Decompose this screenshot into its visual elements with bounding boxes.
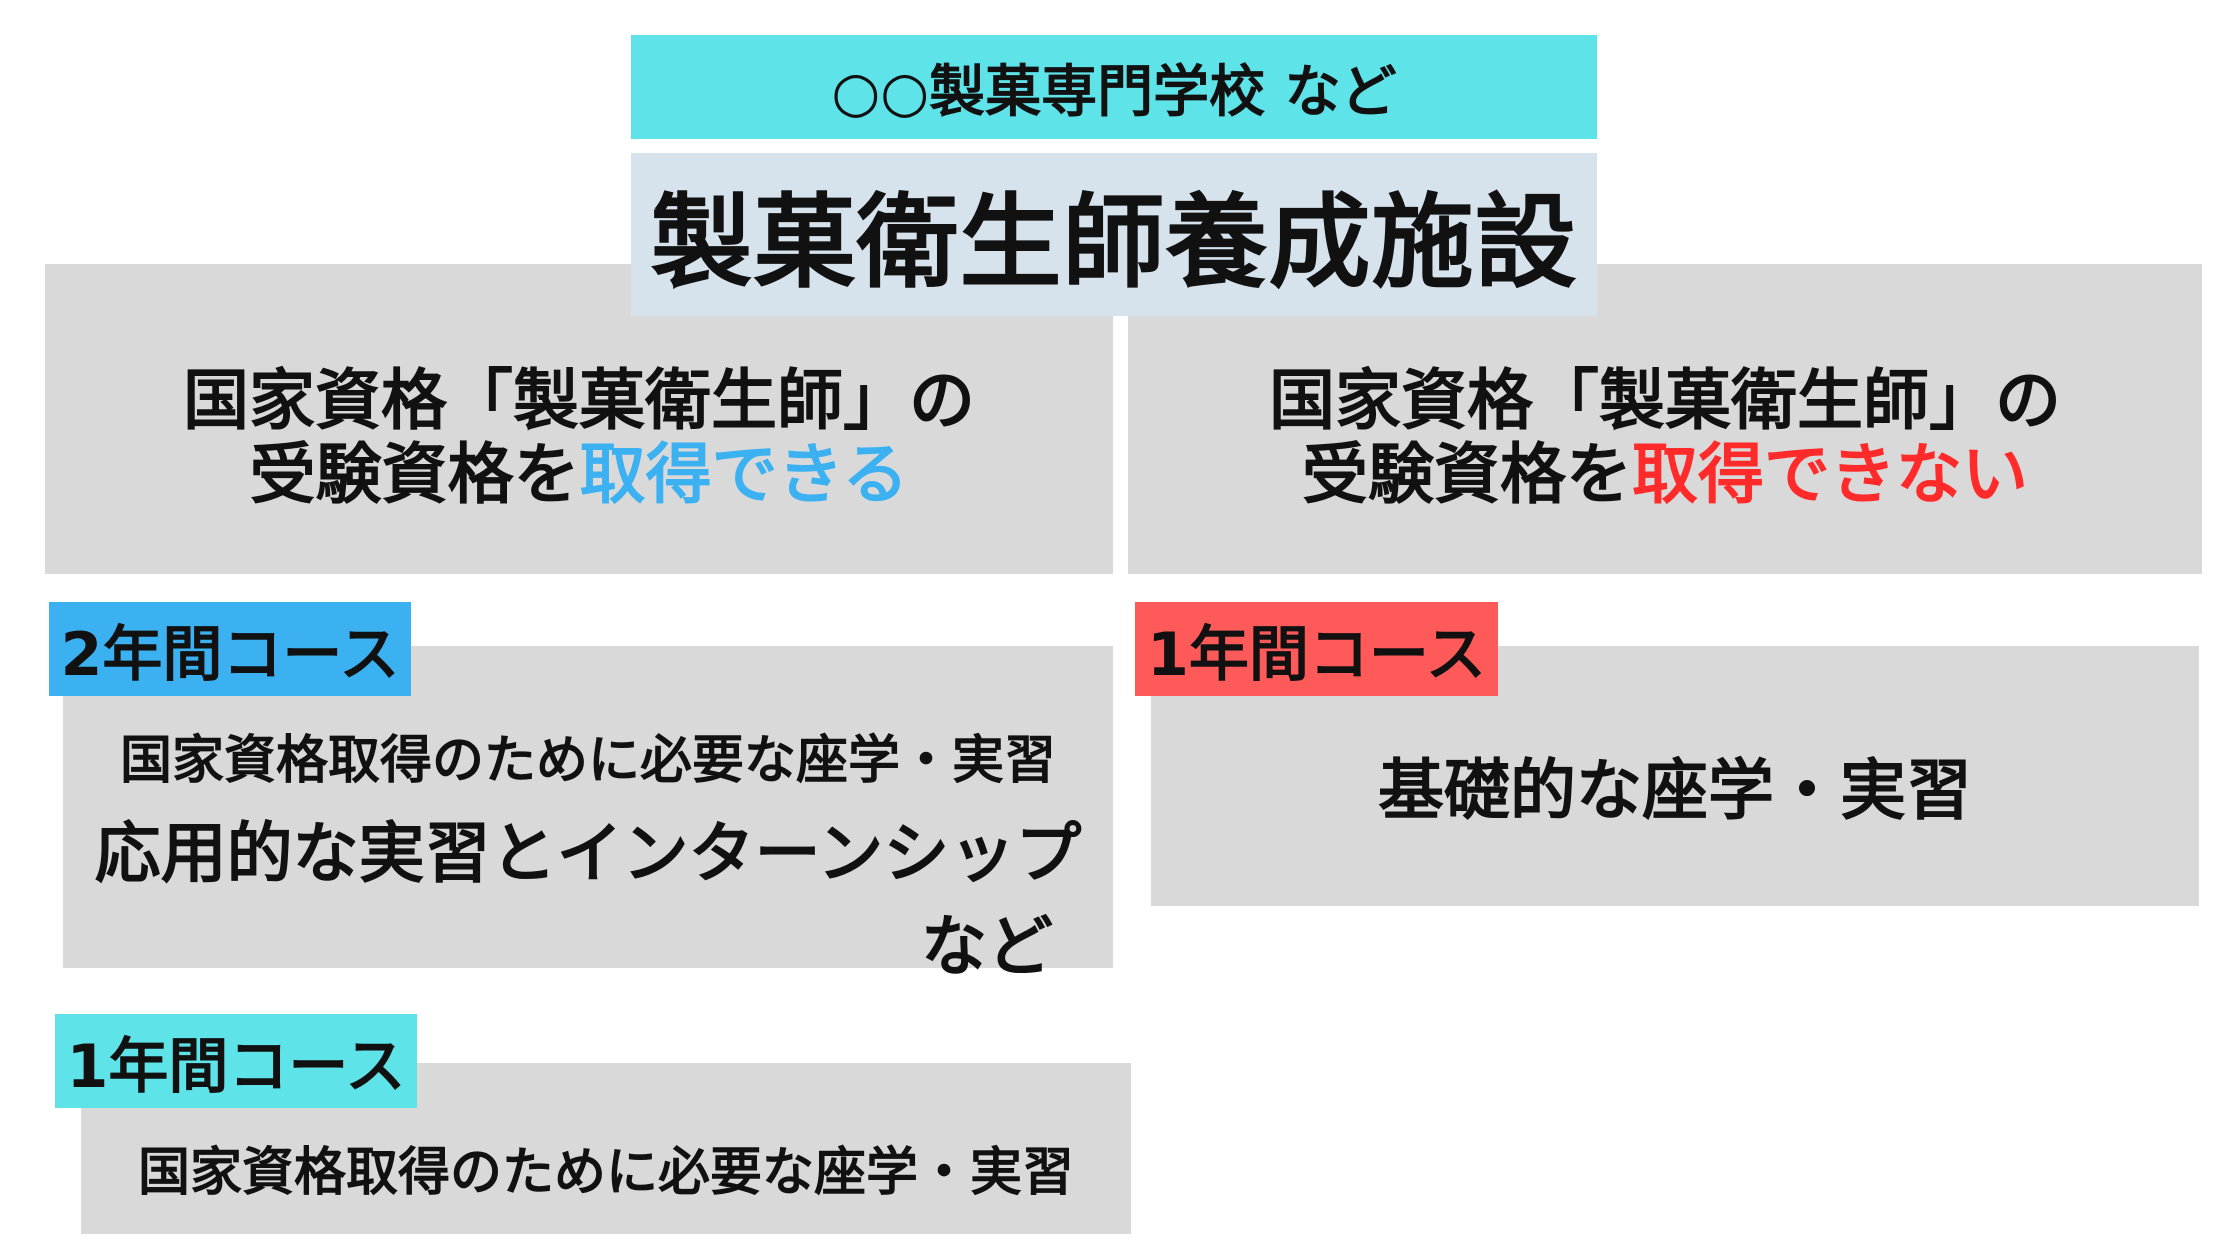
- qualifying-verdict-prefix: 受験資格を: [249, 436, 580, 513]
- one-year-basic-course-tag: 1年間コース: [1135, 602, 1498, 696]
- one-year-basic-course-content: 基礎的な座学・実習: [1378, 752, 1972, 829]
- qualifying-verdict-line1: 国家資格「製菓衛生師」の: [183, 362, 975, 439]
- non-qualifying-verdict: 国家資格「製菓衛生師」の 受験資格を取得できない: [1128, 364, 2202, 512]
- non-qualifying-verdict-prefix: 受験資格を: [1302, 436, 1632, 513]
- qualifying-verdict-highlight: 取得できる: [579, 436, 909, 513]
- one-year-qualifying-course-content: 国家資格取得のために必要な座学・実習: [137, 1143, 1074, 1203]
- two-year-course-content-line1: 国家資格取得のために必要な座学・実習: [119, 731, 1056, 791]
- two-year-course-content-line3: など: [921, 908, 1053, 985]
- two-year-course-tag: 2年間コース: [49, 602, 411, 696]
- school-label: ○○製菓専門学校 など: [631, 35, 1597, 139]
- non-qualifying-verdict-line2: 受験資格を取得できない: [1128, 438, 2202, 512]
- qualifying-verdict-line2: 受験資格を取得できる: [45, 438, 1113, 512]
- two-year-course-box: [63, 646, 1113, 968]
- facility-title: 製菓衛生師養成施設: [631, 153, 1597, 316]
- one-year-qualifying-course-tag: 1年間コース: [55, 1014, 417, 1108]
- two-year-course-content-line2: 応用的な実習とインターンシップ: [94, 815, 1082, 892]
- non-qualifying-verdict-line1: 国家資格「製菓衛生師」の: [1269, 362, 2061, 439]
- qualifying-verdict: 国家資格「製菓衛生師」の 受験資格を取得できる: [45, 364, 1113, 512]
- non-qualifying-verdict-highlight: 取得できない: [1632, 436, 2028, 513]
